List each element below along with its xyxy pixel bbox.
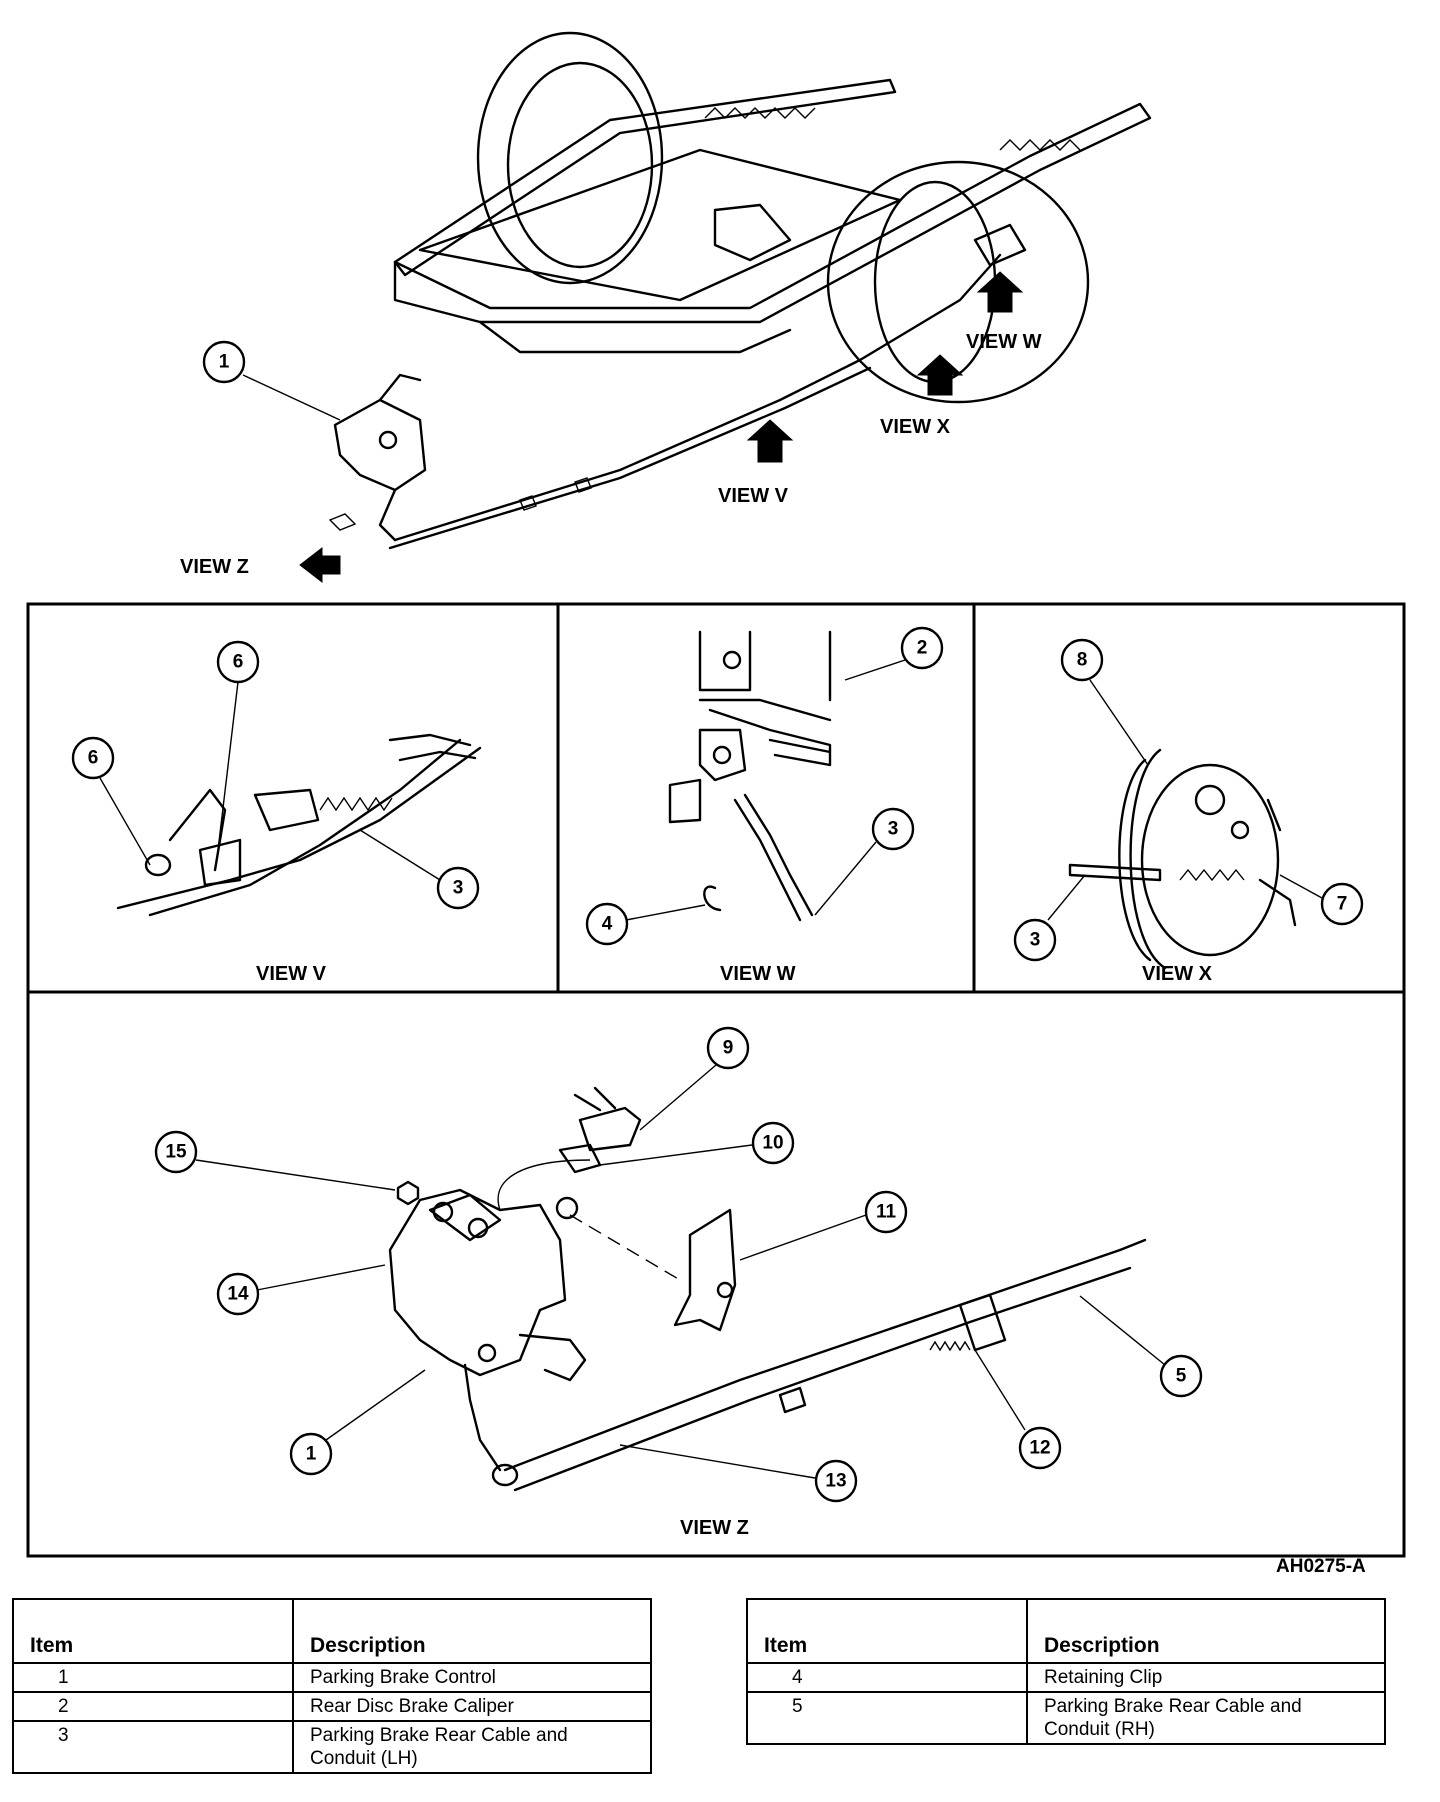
svg-text:1: 1: [219, 352, 230, 373]
svg-text:3: 3: [1030, 930, 1041, 951]
table-row: 4 Retaining Clip: [746, 1662, 1386, 1693]
view-z-panel: VIEW Z: [388, 1086, 1147, 1539]
legend-table-left: Item Description 1 Parking Brake Control…: [12, 1598, 652, 1774]
view-v-panel: VIEW V: [116, 733, 482, 985]
callout-11: 11: [739, 1190, 908, 1261]
item-description: Retaining Clip: [1026, 1662, 1386, 1693]
svg-text:11: 11: [876, 1202, 897, 1223]
callout-10: 10: [599, 1121, 795, 1166]
svg-text:10: 10: [762, 1133, 783, 1154]
svg-text:15: 15: [165, 1142, 187, 1163]
view-w-label: VIEW W: [720, 963, 796, 985]
description-header: Description: [1026, 1598, 1386, 1664]
view-arrows: [299, 271, 1024, 584]
callout-2: 2: [844, 626, 944, 681]
callout-13: 13: [619, 1444, 858, 1503]
chassis-overview-illustration: [328, 31, 1152, 550]
view-w-label-top: VIEW W: [966, 331, 1042, 353]
item-header: Item: [12, 1598, 294, 1664]
callout-4: 4: [585, 902, 706, 946]
callout-7: 7: [1279, 874, 1364, 926]
callout-3-x: 3: [1013, 874, 1086, 962]
callout-14: 14: [216, 1264, 386, 1316]
callout-12: 12: [974, 1349, 1062, 1470]
table-row: 3 Parking Brake Rear Cable and Conduit (…: [12, 1720, 652, 1774]
item-number: 2: [12, 1691, 294, 1722]
view-x-label-top: VIEW X: [880, 416, 951, 438]
callout-15: 15: [154, 1130, 396, 1191]
item-number: 4: [746, 1662, 1028, 1693]
callout-8: 8: [1060, 638, 1149, 766]
svg-text:2: 2: [917, 638, 928, 659]
svg-text:12: 12: [1029, 1438, 1050, 1459]
svg-text:4: 4: [602, 914, 613, 935]
item-number: 1: [12, 1662, 294, 1693]
parking-brake-diagram: VIEW Z VIEW V VIEW X VIEW W 1 VIEW V 6 6: [26, 31, 1406, 1558]
item-description: Parking Brake Control: [292, 1662, 652, 1693]
item-number: 3: [12, 1720, 294, 1774]
detail-frames: [26, 602, 1406, 1558]
view-v-label: VIEW V: [256, 963, 327, 985]
view-x-label: VIEW X: [1142, 963, 1213, 985]
view-x-panel: VIEW X: [1068, 748, 1297, 985]
svg-text:6: 6: [233, 652, 244, 673]
svg-text:1: 1: [306, 1444, 317, 1465]
callout-9: 9: [639, 1026, 750, 1131]
callout-3-v: 3: [359, 829, 480, 910]
view-v-label-top: VIEW V: [718, 485, 789, 507]
svg-text:5: 5: [1176, 1366, 1187, 1387]
item-header: Item: [746, 1598, 1028, 1664]
view-z-label: VIEW Z: [680, 1517, 749, 1539]
figure-id: AH0275-A: [1276, 1556, 1366, 1577]
svg-text:9: 9: [723, 1038, 734, 1059]
table-row: 2 Rear Disc Brake Caliper: [12, 1691, 652, 1722]
svg-text:3: 3: [453, 878, 464, 899]
item-description: Parking Brake Rear Cable and Conduit (RH…: [1026, 1691, 1386, 1745]
item-number: 5: [746, 1691, 1028, 1745]
svg-text:8: 8: [1077, 650, 1088, 671]
svg-text:14: 14: [227, 1284, 249, 1305]
svg-text:6: 6: [88, 748, 99, 769]
legend-header-row: Item Description: [746, 1598, 1386, 1664]
callout-3-w: 3: [814, 807, 915, 916]
description-header: Description: [292, 1598, 652, 1664]
table-row: 5 Parking Brake Rear Cable and Conduit (…: [746, 1691, 1386, 1745]
table-row: 1 Parking Brake Control: [12, 1662, 652, 1693]
legend-table-right: Item Description 4 Retaining Clip 5 Park…: [746, 1598, 1386, 1745]
svg-text:7: 7: [1337, 894, 1348, 915]
view-z-label-top: VIEW Z: [180, 556, 249, 578]
view-w-panel: VIEW W: [668, 630, 832, 985]
svg-text:3: 3: [888, 819, 899, 840]
legend-header-row: Item Description: [12, 1598, 652, 1664]
callout-6-b: 6: [216, 640, 260, 851]
callout-1-top: 1: [202, 340, 341, 421]
item-description: Parking Brake Rear Cable and Conduit (LH…: [292, 1720, 652, 1774]
callout-6-a: 6: [71, 736, 151, 866]
callout-5: 5: [1079, 1295, 1203, 1398]
item-description: Rear Disc Brake Caliper: [292, 1691, 652, 1722]
svg-text:13: 13: [825, 1471, 846, 1492]
callout-1-z: 1: [289, 1369, 426, 1476]
